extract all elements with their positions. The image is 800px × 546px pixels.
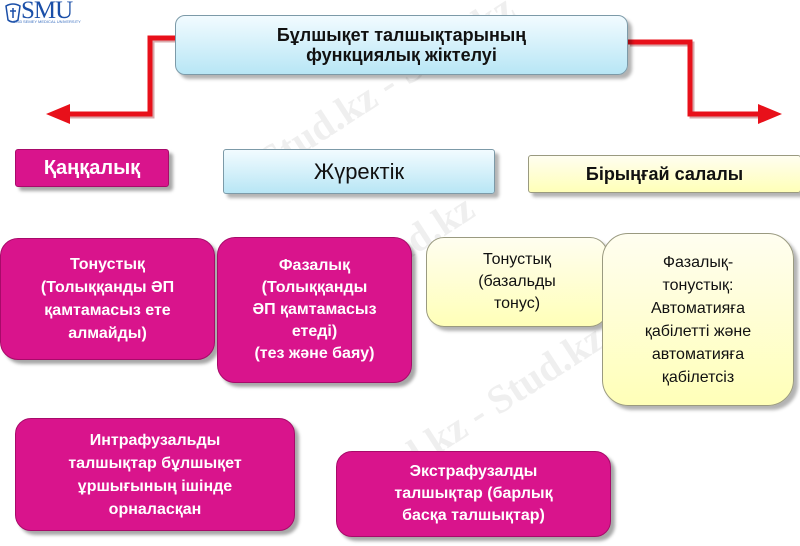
- category-smooth: Бірыңғай салалы: [528, 155, 800, 193]
- node-tonic-smooth: Тонустық (базальды тонус): [426, 237, 608, 327]
- node-intrafusal: Интрафузальды талшықтар бұлшықет ұршығын…: [15, 418, 295, 531]
- category-skeletal: Қаңқалық: [15, 149, 169, 187]
- diagram-title: Бұлшықет талшықтарының функциялық жіктел…: [175, 15, 628, 75]
- smu-logo: SMU 1953 SEMEY MEDICAL UNIVERSITY: [3, 0, 99, 26]
- logo-emblem-icon: [5, 3, 21, 23]
- arrow-right-head: [758, 104, 782, 124]
- node-phasic-tonic-smooth: Фазалық- тонустық: Автоматияға қабілетті…: [602, 233, 794, 406]
- node-extrafusal: Экстрафузалды талшықтар (барлық басқа та…: [336, 451, 611, 537]
- logo-subtitle: 1953 SEMEY MEDICAL UNIVERSITY: [13, 19, 81, 24]
- arrow-right: [628, 39, 758, 117]
- category-cardiac: Жүректік: [223, 149, 495, 194]
- arrow-left: [66, 35, 176, 117]
- node-phasic-skeletal: Фазалық (Толыққанды ӘП қамтамасыз етеді)…: [217, 237, 412, 383]
- node-tonic-skeletal: Тонустық (Толыққанды ӘП қамтамасыз ете а…: [0, 238, 215, 360]
- arrow-left-head: [46, 104, 70, 124]
- logo-text: SMU: [21, 0, 73, 24]
